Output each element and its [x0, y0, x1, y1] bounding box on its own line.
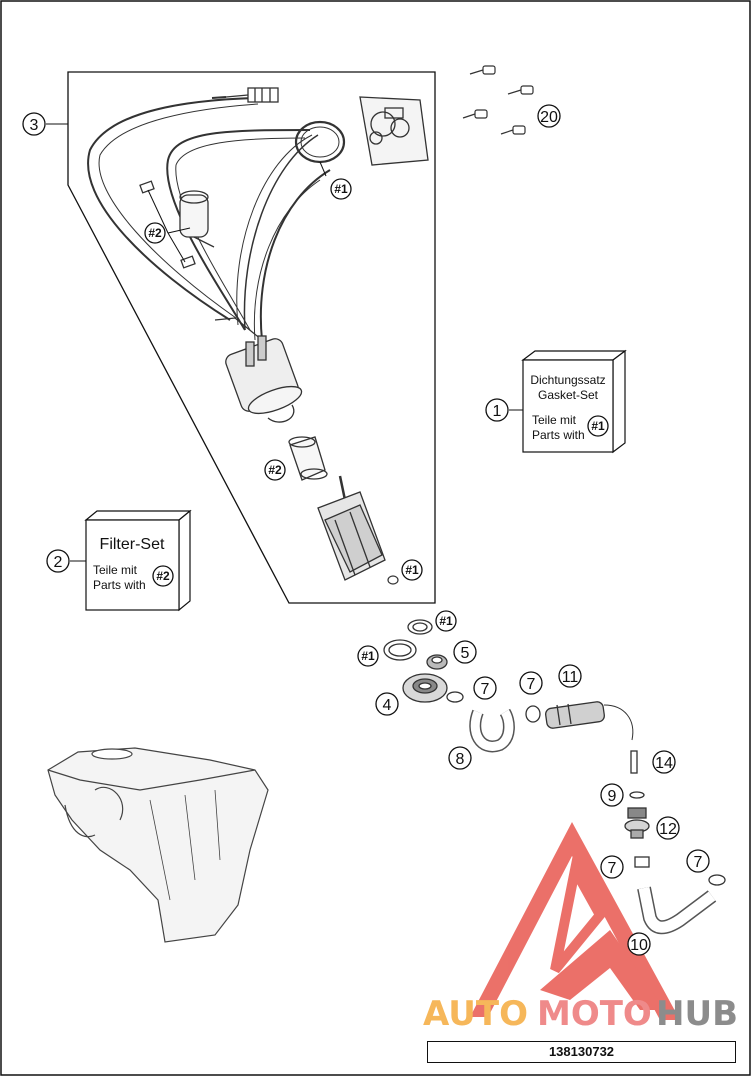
gasket-box-line1: Dichtungssatz: [530, 373, 605, 387]
gasket-box-line3: Teile mit: [532, 413, 577, 427]
gasket-box-line2: Gasket-Set: [538, 388, 599, 402]
callout-4: 4: [383, 697, 392, 714]
callout-badges: [22, 104, 710, 956]
ref-1-pump-oring: #1: [405, 563, 419, 577]
callout-9: 9: [608, 788, 617, 805]
filter-box-ref-badge: [152, 565, 174, 587]
filter-box-line1: Teile mit: [93, 563, 138, 577]
gasket-box-line4: Parts with: [532, 428, 585, 442]
gasket-box-ref: #1: [591, 419, 605, 433]
fuel-pump-drawing: [87, 87, 429, 585]
ref-1-ring-large: #1: [361, 649, 375, 663]
watermark-logo: [470, 822, 680, 1020]
callout-20: 20: [540, 109, 558, 126]
filter-box-ref: #2: [156, 569, 170, 583]
bolt-set-drawing: [462, 65, 534, 135]
filter-set-box: [84, 509, 192, 612]
watermark-moto: MOTO: [537, 994, 652, 1034]
ref-2-pump-filter: #2: [148, 226, 162, 240]
callout-11: 11: [562, 669, 579, 686]
watermark-auto: AUTO: [423, 994, 528, 1034]
callout-7-d: 7: [694, 854, 703, 871]
callout-2: 2: [54, 554, 63, 571]
callout-7-a: 7: [481, 681, 490, 698]
filter-box-line2: Parts with: [93, 578, 146, 592]
ref-1-ring-small: #1: [439, 614, 453, 628]
fuel-pump-assembly-outline: [67, 71, 436, 604]
ref-1-flange-gasket: #1: [334, 182, 348, 196]
filter-box-title: Filter-Set: [100, 536, 165, 553]
callout-7-b: 7: [527, 676, 536, 693]
leader-lines: [46, 123, 523, 562]
callout-7-c: 7: [608, 860, 617, 877]
ref-2-filter-sleeve: #2: [268, 463, 282, 477]
gasket-set-box: [521, 349, 627, 454]
watermark-hub: HUB: [656, 994, 738, 1034]
part-number-label: 138130732: [427, 1041, 736, 1063]
callout-10: 10: [630, 937, 648, 954]
fuel-tank-drawing: [47, 747, 269, 943]
callout-8: 8: [456, 751, 465, 768]
gasket-box-ref-badge: [587, 415, 609, 437]
callout-14: 14: [655, 755, 673, 772]
callout-1: 1: [493, 403, 502, 420]
fuel-line-parts-drawing: [383, 619, 726, 935]
callout-5: 5: [461, 645, 470, 662]
callout-3: 3: [30, 117, 39, 134]
callout-12: 12: [659, 821, 677, 838]
